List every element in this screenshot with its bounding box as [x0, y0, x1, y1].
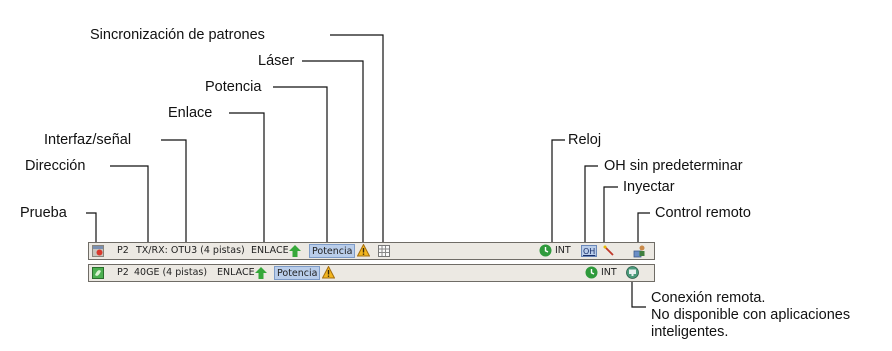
oh-indicator: OH [581, 245, 598, 257]
link-status: ENLACE [251, 245, 289, 256]
leader-potencia [273, 86, 328, 248]
power-status: Potencia [274, 266, 321, 280]
callout-oh: OH sin predeterminar [604, 158, 743, 174]
callout-prueba: Prueba [20, 205, 67, 221]
leader-laser [302, 60, 364, 248]
status-bar-otu3: P2 TX/RX: OTU3 (4 pistas) ENLACE Potenci… [88, 242, 655, 260]
status-bar-40ge: P2 40GE (4 pistas) ENLACE Potencia INT [88, 264, 655, 282]
callout-conexion-line1: Conexión remota. [651, 290, 766, 306]
direction-label: P2 [117, 267, 129, 278]
callout-potencia: Potencia [205, 79, 262, 95]
callout-conexion-line3: inteligentes. [651, 324, 729, 340]
callout-enlace: Enlace [168, 105, 213, 121]
leader-direccion [110, 165, 149, 248]
leader-oh [584, 165, 598, 248]
callout-direccion: Dirección [25, 158, 86, 174]
callout-control: Control remoto [655, 205, 751, 221]
test-icon[interactable] [92, 267, 104, 279]
leader-interfaz [161, 139, 187, 248]
leader-sync [330, 34, 384, 248]
clock-source: INT [555, 245, 571, 256]
callout-sync: Sincronización de patrones [90, 27, 265, 43]
interface-signal: 40GE (4 pistas) [134, 267, 208, 278]
leader-inyectar [603, 186, 618, 248]
arrow-up-icon [255, 267, 267, 279]
test-icon[interactable] [92, 245, 104, 257]
power-status: Potencia [309, 244, 356, 258]
remote-control-icon[interactable] [633, 244, 647, 258]
clock-icon [585, 266, 598, 279]
callout-conexion-line2: No disponible con aplicaciones [651, 307, 851, 323]
pattern-sync-icon [378, 245, 390, 257]
leader-enlace [229, 112, 265, 248]
callout-conexion: Conexión remota. No disponible con aplic… [651, 290, 891, 341]
callout-reloj: Reloj [568, 132, 602, 148]
callout-laser: Láser [258, 53, 295, 69]
interface-signal: TX/RX: OTU3 (4 pistas) [136, 245, 245, 256]
clock-source: INT [601, 267, 617, 278]
link-status: ENLACE [217, 267, 255, 278]
leader-reloj [551, 139, 565, 248]
direction-label: P2 [117, 245, 129, 256]
clock-icon [539, 244, 552, 257]
remote-connection-icon[interactable] [626, 266, 639, 279]
inject-wand-icon[interactable] [603, 245, 615, 257]
warning-triangle-icon [321, 265, 336, 279]
callout-inyectar: Inyectar [623, 179, 675, 195]
warning-triangle-icon [356, 243, 371, 257]
callout-interfaz: Interfaz/señal [44, 132, 132, 148]
arrow-up-icon [289, 245, 301, 257]
